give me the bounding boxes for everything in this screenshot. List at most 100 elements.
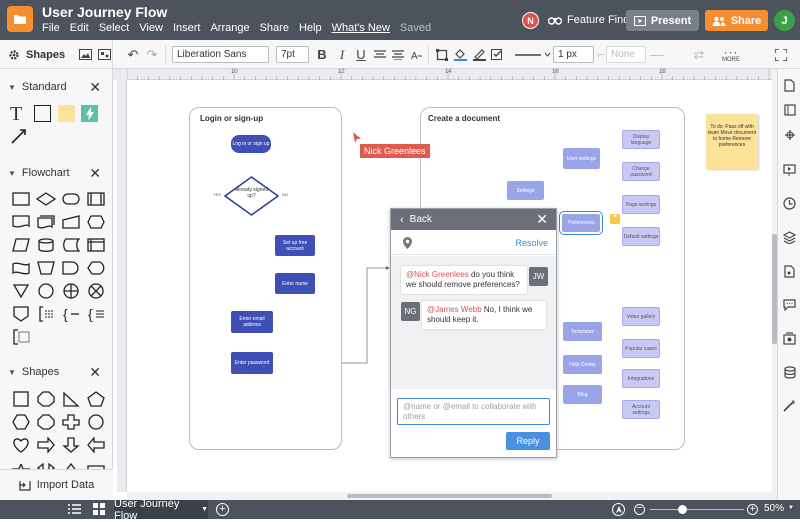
help-center-node[interactable]: Help Center: [563, 355, 602, 374]
circle-shape[interactable]: [84, 413, 107, 431]
zoom-out-icon[interactable]: −: [634, 504, 645, 515]
menu-whats-new[interactable]: What's New: [331, 22, 390, 34]
history-icon[interactable]: [782, 196, 797, 211]
close-icon[interactable]: ✕: [536, 211, 548, 227]
arrow-line-shape[interactable]: [10, 127, 28, 148]
fullscreen-icon[interactable]: [774, 46, 788, 63]
present-button[interactable]: Present: [626, 10, 699, 31]
preparation-shape[interactable]: [84, 213, 107, 231]
horizontal-scrollbar[interactable]: [127, 492, 772, 500]
account-settings-node[interactable]: Account settings: [622, 400, 660, 419]
layers-icon[interactable]: [782, 230, 797, 245]
undo-icon[interactable]: ↶: [127, 46, 139, 62]
lightning-shape[interactable]: [81, 105, 98, 122]
more-button[interactable]: ··· MORE: [720, 43, 742, 67]
connector-icon[interactable]: ⌐: [597, 47, 605, 62]
text-style-icon[interactable]: A: [410, 46, 424, 63]
stored-data-shape[interactable]: [59, 236, 82, 254]
rectangle-shape[interactable]: [34, 105, 51, 122]
pentagon-shape[interactable]: [84, 390, 107, 408]
page-icon[interactable]: [782, 78, 797, 93]
close-icon[interactable]: ✕: [89, 164, 101, 181]
manual-input-shape[interactable]: [59, 213, 82, 231]
bold-icon[interactable]: B: [317, 47, 327, 62]
text-alignment-icon[interactable]: [374, 46, 386, 63]
heart-shape[interactable]: [9, 436, 32, 454]
close-icon[interactable]: ✕: [89, 78, 101, 95]
page-settings-node[interactable]: Page settings: [622, 195, 660, 214]
left-arrow-shape[interactable]: [84, 436, 107, 454]
line-width-select[interactable]: 1 px: [553, 46, 594, 63]
video-gallery-node[interactable]: Video gallery: [622, 307, 660, 326]
reply-button[interactable]: Reply: [506, 432, 550, 450]
mention-link[interactable]: @Nick Greenlees: [406, 270, 469, 279]
manual-operation-shape[interactable]: [34, 259, 57, 277]
enter-name-node[interactable]: Enter name: [275, 273, 315, 294]
popular-cases-node[interactable]: Popular cases: [622, 339, 660, 358]
delay-shape[interactable]: [59, 259, 82, 277]
italic-icon[interactable]: I: [339, 46, 345, 62]
section-flowchart[interactable]: ▼ Flowchart ✕: [0, 164, 113, 182]
feature-find-button[interactable]: Feature Find: [548, 14, 629, 26]
decision-shape[interactable]: [34, 190, 57, 208]
menu-share[interactable]: Share: [259, 22, 289, 34]
comments-icon[interactable]: [782, 297, 797, 312]
line-style-select[interactable]: [515, 46, 551, 63]
document-shape[interactable]: [9, 213, 32, 231]
multi-document-shape[interactable]: [34, 213, 57, 231]
menu-help[interactable]: Help: [298, 22, 322, 34]
summing-junction-shape[interactable]: [84, 282, 107, 300]
presentation-icon[interactable]: [782, 162, 797, 177]
right-arrow-shape[interactable]: [34, 436, 57, 454]
menu-select[interactable]: Select: [98, 22, 130, 34]
horizontal-scroll-thumb[interactable]: [347, 494, 552, 498]
enter-password-node[interactable]: Enter password: [231, 352, 273, 374]
change-password-node[interactable]: Change password: [622, 162, 660, 181]
document-title[interactable]: User Journey Flow: [42, 4, 168, 20]
display-language-node[interactable]: Display language: [622, 130, 660, 149]
font-family-select[interactable]: Liberation Sans: [172, 46, 269, 63]
database-icon[interactable]: [782, 365, 797, 380]
hexagon-shape[interactable]: [9, 413, 32, 431]
chevron-down-icon[interactable]: ▼: [788, 505, 794, 511]
off-page-connector-shape[interactable]: [9, 305, 32, 323]
comment-input[interactable]: @name or @email to collaborate with othe…: [397, 398, 550, 425]
import-data-button[interactable]: Import Data: [0, 469, 113, 500]
or-shape[interactable]: [59, 282, 82, 300]
chevron-down-icon[interactable]: ▼: [201, 506, 208, 513]
internal-storage-shape[interactable]: [84, 236, 107, 254]
templates-node[interactable]: Templates: [563, 322, 602, 341]
shapes-toggle[interactable]: Shapes: [0, 40, 113, 69]
settings-node[interactable]: Settings: [507, 181, 544, 200]
octagon-shape[interactable]: [34, 413, 57, 431]
zoom-slider[interactable]: [650, 509, 744, 510]
preferences-node[interactable]: Preferences: [559, 211, 603, 235]
section-standard[interactable]: ▼ Standard ✕: [0, 78, 113, 96]
sticky-note-shape[interactable]: [58, 105, 75, 122]
menu-view[interactable]: View: [139, 22, 163, 34]
login-container[interactable]: Login or sign-up: [189, 107, 342, 450]
predefined-process-shape[interactable]: [84, 190, 107, 208]
list-view-icon[interactable]: [68, 503, 81, 518]
mention-link[interactable]: @James Webb: [427, 305, 482, 314]
arrow-end-icon[interactable]: —: [650, 47, 664, 62]
setup-account-node[interactable]: Set up free account: [275, 235, 315, 256]
back-button[interactable]: Back: [409, 214, 432, 225]
redo-icon[interactable]: ↷: [146, 46, 158, 62]
display-shape[interactable]: [84, 259, 107, 277]
triangle-shape[interactable]: [59, 390, 82, 408]
swap-arrows-icon[interactable]: ⇄: [693, 46, 705, 62]
line-color-icon[interactable]: [472, 46, 486, 63]
theme-icon[interactable]: [782, 127, 797, 142]
process-shape[interactable]: [9, 190, 32, 208]
zoom-slider-handle[interactable]: [678, 505, 687, 514]
revisions-icon[interactable]: [782, 331, 797, 346]
resolve-button[interactable]: Resolve: [515, 238, 548, 248]
zoom-level[interactable]: 50%: [764, 503, 785, 514]
vertical-scroll-thumb[interactable]: [772, 234, 777, 344]
font-size-select[interactable]: 7pt: [276, 46, 309, 63]
braces-shape[interactable]: {: [59, 305, 82, 323]
connector-shape[interactable]: [34, 282, 57, 300]
menu-file[interactable]: File: [42, 22, 60, 34]
cross-shape[interactable]: [59, 413, 82, 431]
